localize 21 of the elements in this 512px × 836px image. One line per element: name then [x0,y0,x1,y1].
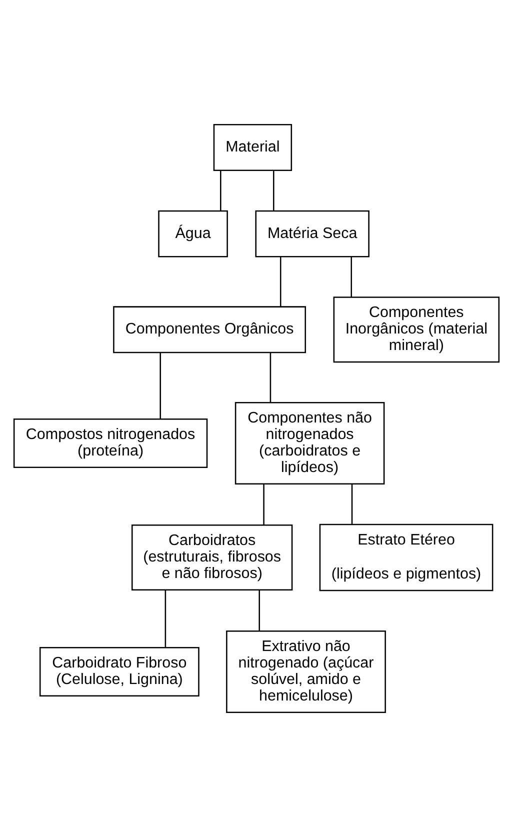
node-box: Matéria Seca [254,210,369,257]
node-box: Extrativo não nitrogenado (açúcar solúvel, amido e hemicelulose) [226,630,386,712]
node-box: Componentes não nitrogenados (carboidratos e lipídeos) [234,402,384,484]
connector [220,170,221,210]
node-box: Compostos nitrogenados (proteína) [12,418,208,468]
node-box: Carboidratos (estruturais, fibrosos e não fibrosos) [130,524,292,590]
node-box: Carboidrato Fibroso (Celulose, Lignina) [38,646,199,696]
node-box: Estrato Etéreo (lipídeos e pigmentos) [318,523,493,591]
node-box: Componentes Inorgânicos (material mineral) [332,296,500,362]
node-box: Material [212,124,292,170]
connector [272,170,274,210]
connector [262,484,264,525]
connector [269,352,271,402]
connector [258,589,260,631]
node-box: Componentes Orgânicos [112,306,306,353]
node-box: Água [158,210,228,257]
connector [350,484,352,524]
connector [279,256,281,306]
connector [164,589,166,648]
connector [350,256,352,297]
connector [159,352,160,419]
